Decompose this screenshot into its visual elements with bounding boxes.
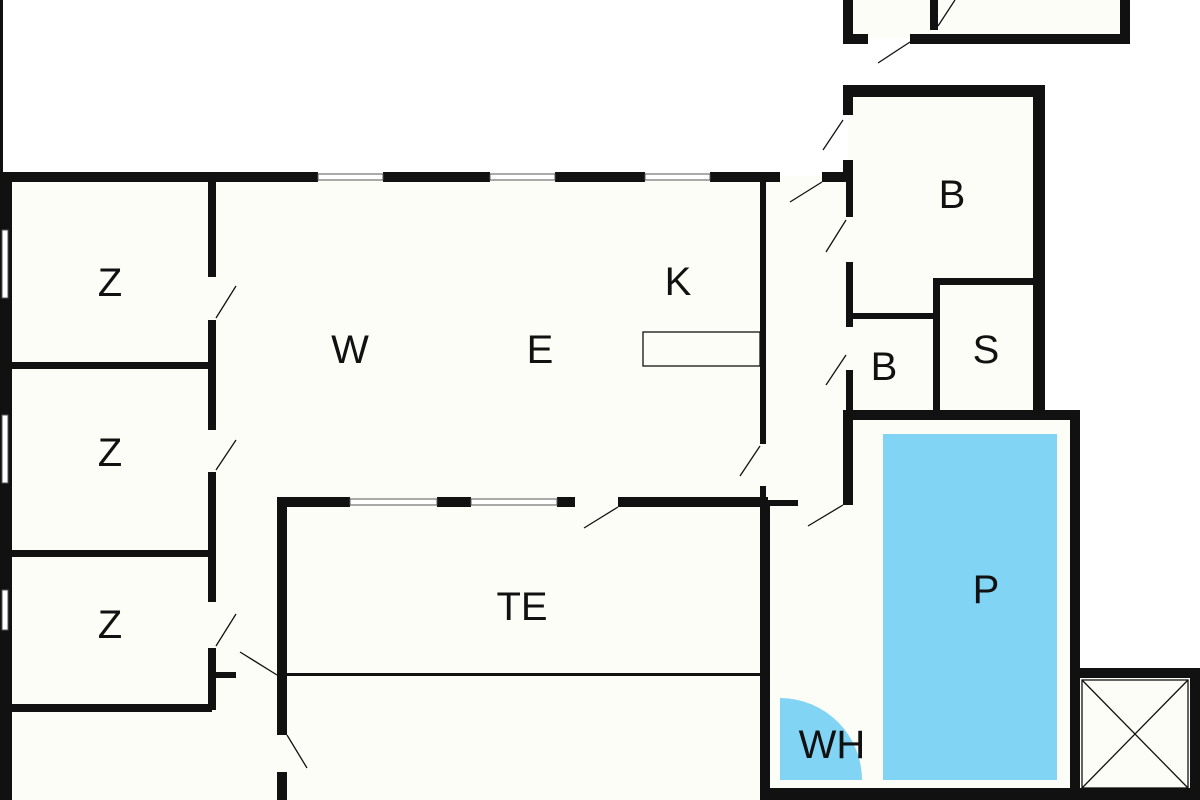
pool	[883, 434, 1057, 780]
room-label-z: Z	[97, 431, 123, 475]
room-label-wh: WH	[798, 723, 866, 767]
room-label-b: B	[870, 345, 898, 389]
room-label-b: B	[938, 173, 966, 217]
room-label-z: Z	[97, 603, 123, 647]
room-label-te: TE	[496, 585, 548, 629]
whirlpool	[780, 698, 862, 780]
room-label-z: Z	[97, 261, 123, 305]
room-label-k: K	[664, 260, 692, 304]
windows	[1, 173, 711, 631]
room-label-s: S	[972, 328, 1000, 372]
door-swings	[215, 0, 1189, 789]
room-label-w: W	[331, 328, 369, 372]
room-label-p: P	[972, 568, 1000, 612]
room-label-e: E	[526, 328, 554, 372]
